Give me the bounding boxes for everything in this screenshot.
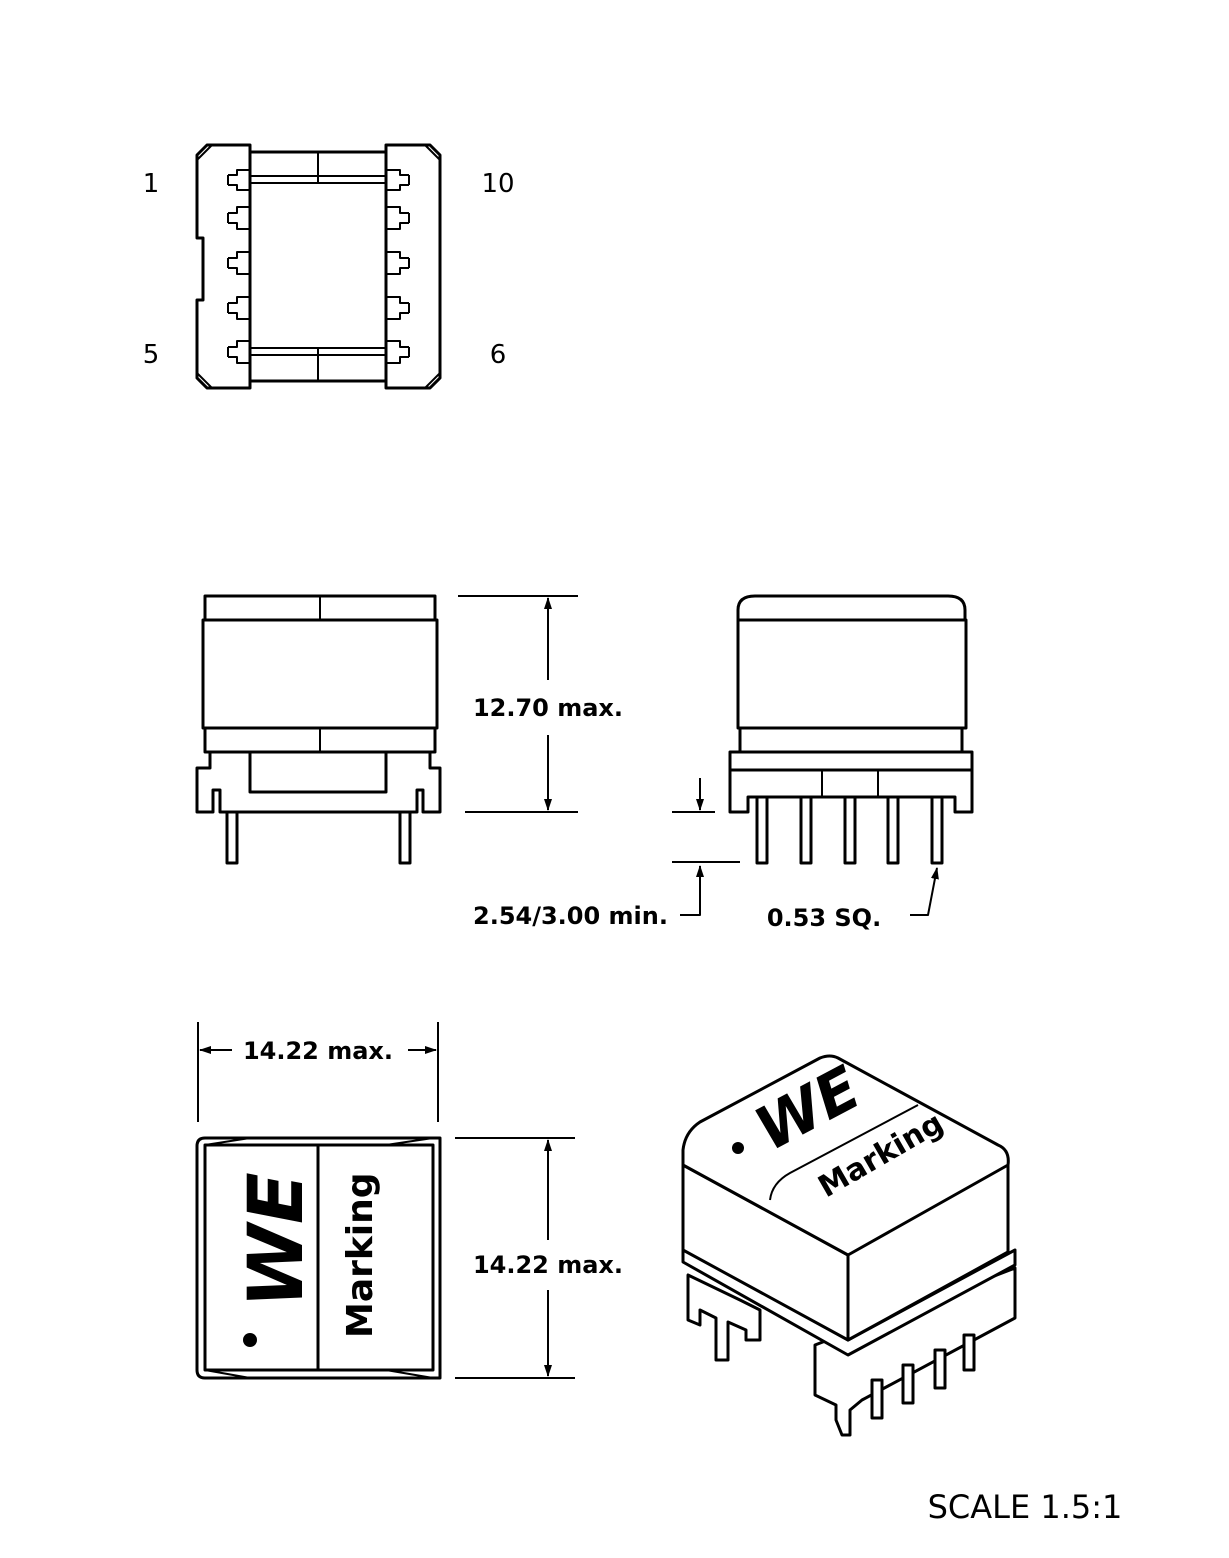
height-dimension: 12.70 max. — [473, 694, 623, 722]
pin-label-1: 1 — [143, 169, 160, 199]
pin-label-5: 5 — [143, 340, 160, 370]
pins-right — [386, 169, 410, 364]
pin-label-10: 10 — [481, 169, 514, 199]
front-view: 2.54/3.00 min. 0.53 SQ. — [473, 594, 974, 932]
pins-left — [227, 169, 250, 364]
scale-label: SCALE 1.5:1 — [928, 1488, 1123, 1526]
pin-size-dimension: 0.53 SQ. — [767, 904, 881, 932]
standoff-dimension: 2.54/3.00 min. — [473, 902, 668, 930]
top-view: 1 10 5 6 — [143, 143, 515, 390]
pin1-dot — [243, 1333, 257, 1347]
we-logo: WE — [231, 1172, 320, 1308]
side-view: 12.70 max. — [195, 594, 623, 865]
length-dimension: 14.22 max. — [473, 1251, 623, 1279]
bottom-view: WE Marking 14.22 max. 14.22 max. — [195, 1022, 623, 1380]
iso-view: WE Marking — [681, 1053, 1017, 1437]
marking-text: Marking — [340, 1172, 381, 1338]
width-dimension: 14.22 max. — [243, 1037, 393, 1065]
pin-label-6: 6 — [490, 340, 507, 370]
